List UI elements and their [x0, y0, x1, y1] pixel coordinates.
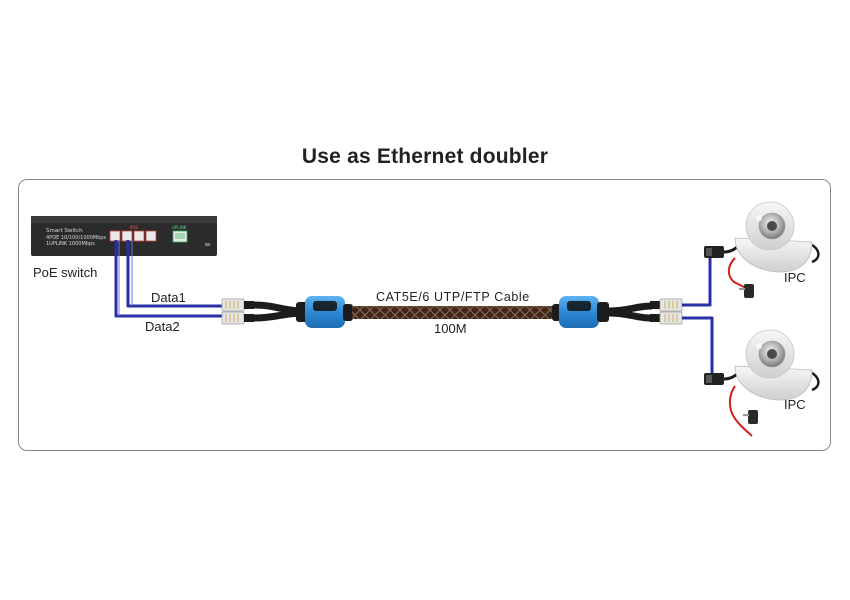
left-plug-data2-boot: [244, 314, 254, 322]
cable-length-label: 100M: [434, 321, 467, 336]
wire-to-camera-1: [682, 251, 718, 307]
diagram-frame: [18, 179, 831, 451]
camera-1-rj45-jack-inner: [706, 248, 712, 256]
left-plug-data1: [221, 298, 245, 312]
right-plug-top-pins: [664, 301, 678, 309]
main-cable-sheen: [352, 306, 557, 308]
right-plug-top: [659, 298, 683, 312]
camera-2-power-adapter: [748, 410, 758, 424]
switch-uplink-port-label: UPLINK: [172, 225, 187, 230]
switch-uplink-port: [172, 230, 188, 243]
right-plug-bottom-boot: [650, 314, 660, 322]
camera-2-rj45-jack-inner: [706, 375, 712, 383]
switch-spec-line2: 1UPLINK 1000Mbps: [46, 241, 95, 247]
data1-wire: [126, 240, 222, 308]
data-wires: [114, 240, 222, 318]
switch-spec-line1: 4POE 10/100/1000Mbps: [46, 235, 107, 241]
camera-2-power-lead: [728, 385, 753, 437]
camera-1-power-prong: [739, 288, 745, 290]
right-splitter: [552, 296, 609, 328]
camera-1-power-lead: [727, 257, 751, 291]
ip-camera-1: [704, 201, 820, 298]
poe-switch-label: PoE switch: [33, 265, 98, 280]
cable-type-label: CAT5E/6 UTP/FTP Cable: [376, 290, 530, 304]
camera-2-power-prong: [743, 414, 749, 416]
switch-port-1: [109, 230, 121, 242]
right-splitter-tail: [597, 302, 609, 322]
left-splitter-neck: [343, 304, 353, 321]
camera-2-lens-core: [767, 349, 777, 359]
camera-wires: [682, 251, 718, 381]
left-splitter-body: [305, 296, 345, 328]
left-rj45-plugs: [221, 298, 301, 325]
right-rj45-plugs: [607, 298, 683, 325]
switch-port-3: [133, 230, 145, 242]
right-plug-top-boot: [650, 301, 660, 309]
camera-1-lens-core: [767, 221, 777, 231]
switch-poe-ports: [109, 230, 157, 242]
camera-1-power-adapter: [744, 284, 754, 298]
switch-uplink-port-inner: [175, 233, 185, 239]
switch-top-edge: [31, 216, 217, 223]
camera-1-glare: [756, 215, 762, 221]
left-pigtail-bottom: [253, 309, 301, 322]
camera-2-label: IPC: [784, 397, 806, 412]
camera-2-base: [734, 365, 813, 401]
switch-poe-port-label: POE: [130, 225, 139, 230]
camera-1-label: IPC: [784, 270, 806, 285]
wire-to-camera-2: [682, 316, 718, 381]
left-splitter: [296, 296, 353, 328]
data2-wire: [114, 240, 222, 318]
diagram-title: Use as Ethernet doubler: [301, 145, 549, 168]
switch-brand-text: Smart Switch: [46, 228, 83, 234]
data1-label: Data1: [151, 290, 186, 305]
left-plug-data1-boot: [244, 301, 254, 309]
right-splitter-body: [559, 296, 599, 328]
left-plug-data2: [221, 311, 245, 325]
camera-2-glare: [756, 343, 762, 349]
right-plug-bottom-pins: [664, 314, 678, 322]
switch-port-2: [121, 230, 133, 242]
right-plug-bottom: [659, 311, 683, 325]
left-plug-data2-pins: [225, 314, 239, 322]
left-splitter-window: [313, 301, 337, 311]
ip-camera-2: [704, 329, 820, 437]
camera-1-base: [734, 237, 813, 273]
right-pigtail-bottom: [607, 309, 653, 322]
left-plug-data1-pins: [225, 301, 239, 309]
data2-label: Data2: [145, 319, 180, 334]
right-splitter-window: [567, 301, 591, 311]
poe-switch: [31, 216, 217, 256]
switch-led: [205, 243, 210, 246]
switch-port-4: [145, 230, 157, 242]
main-cable: [352, 306, 557, 319]
